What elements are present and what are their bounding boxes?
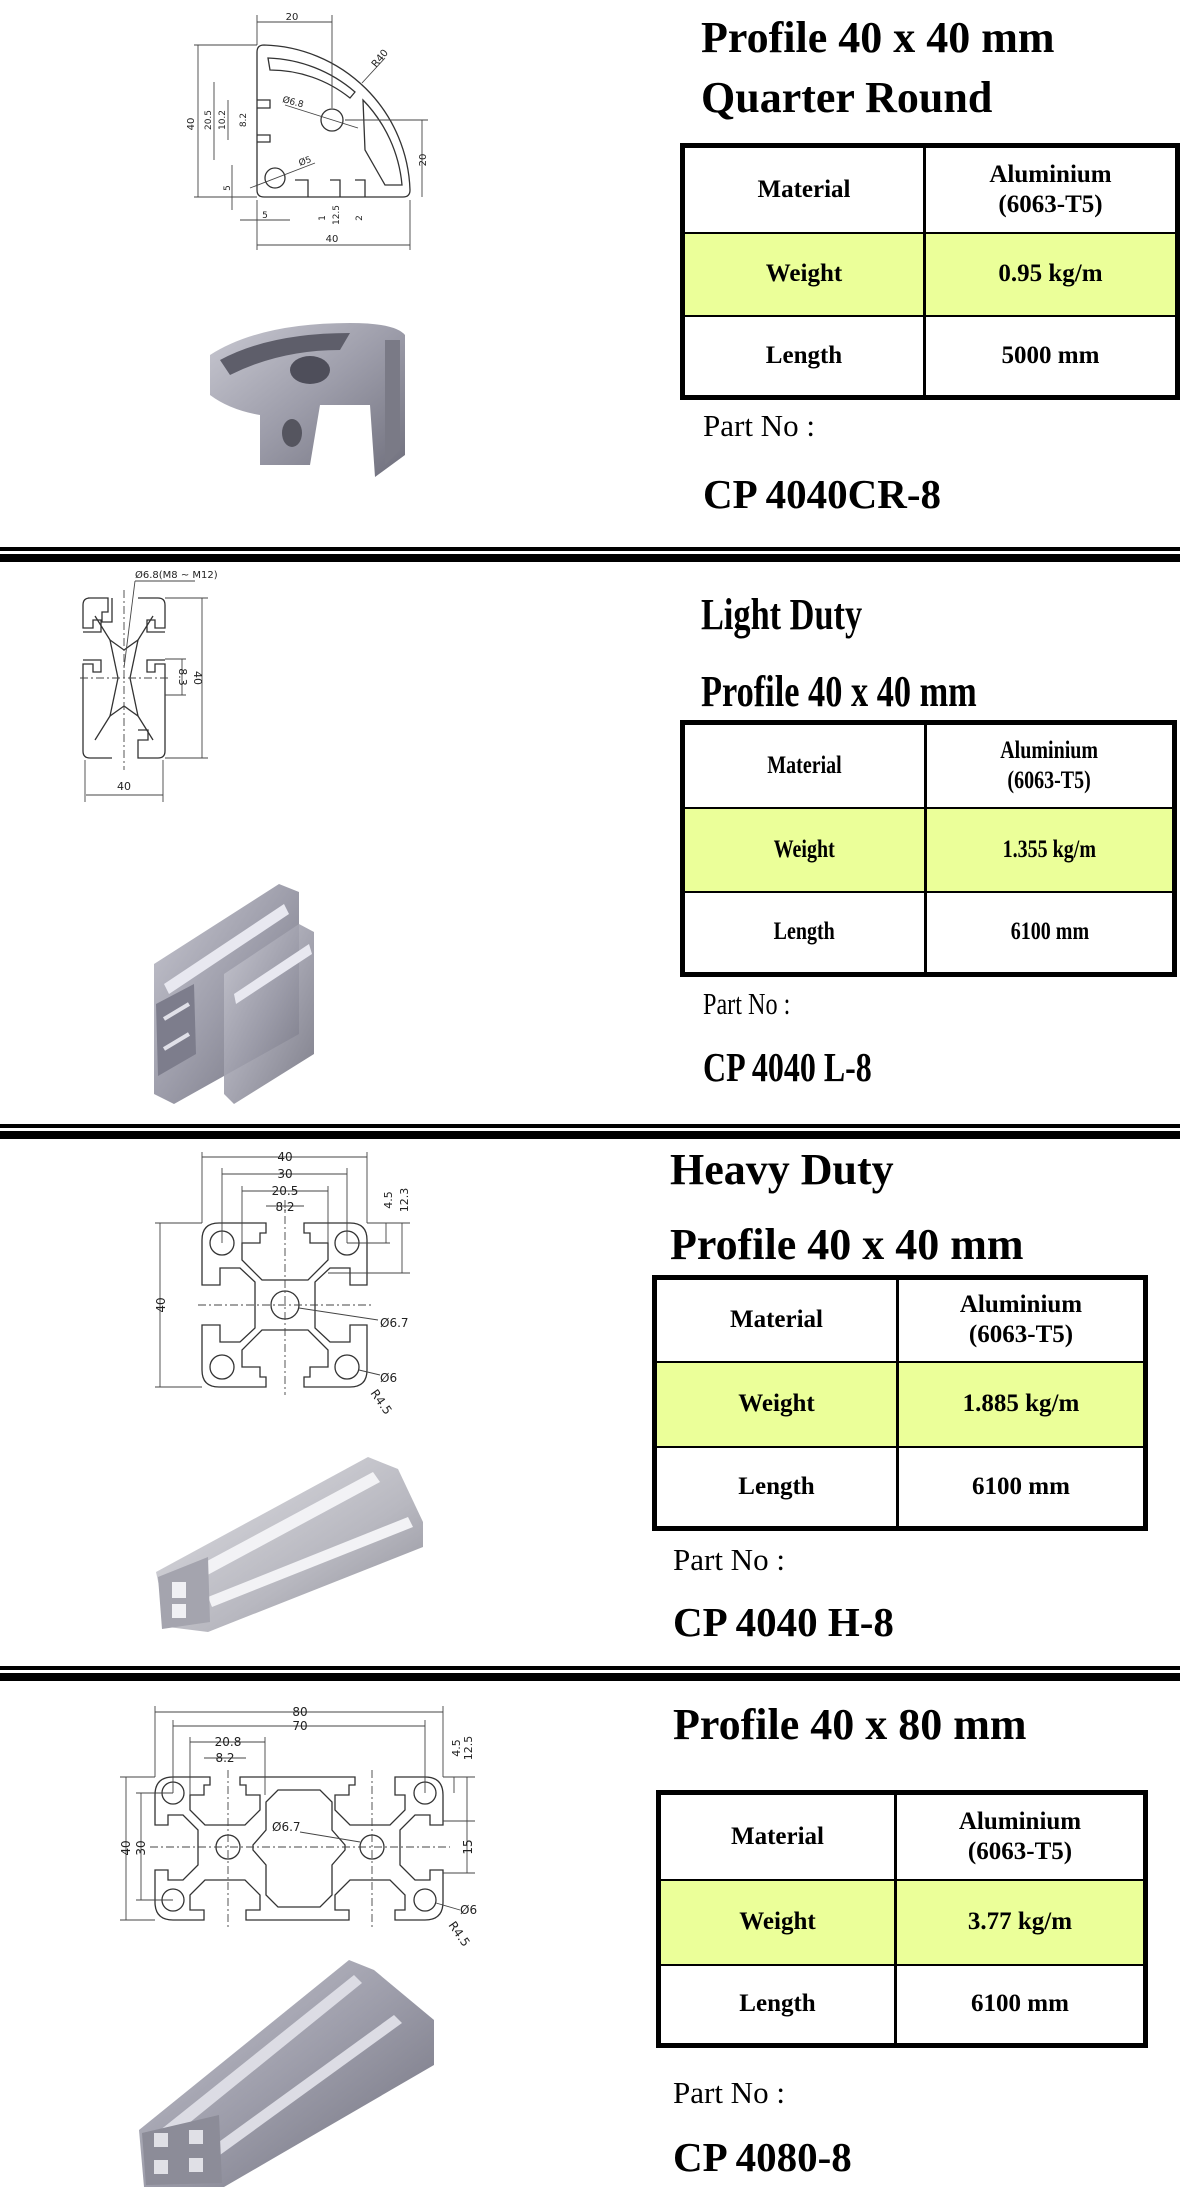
dim-label: 30 [134,1840,148,1855]
dim-label: 5 [262,211,268,221]
dim-label: R4.5 [368,1387,395,1417]
dim-label: 40 [117,780,131,793]
part-number: CP 4080-8 [673,2134,852,2180]
material-label: Material [681,721,927,809]
length-value: 5000 mm [923,314,1179,399]
dim-label: 40 [186,118,197,131]
product-title: Light Duty [701,590,863,639]
part-no-label: Part No : [673,2075,785,2110]
weight-value: 0.95 kg/m [923,231,1179,317]
weight-label: Weight [657,1878,897,1966]
dim-label: 8.2 [239,113,249,127]
dim-label: 80 [292,1705,307,1719]
dim-label: 8.2 [275,1200,294,1214]
technical-drawing-quarter-round: 20 R40 40 20.5 10.2 8.2 Ø6.8 Ø5 20 5 5 1… [186,12,429,250]
dim-label: R4.5 [446,1919,473,1949]
material-value: Aluminium(6063-T5) [894,1791,1147,1881]
dim-label: 40 [191,671,204,685]
spec-table: Material Aluminium(6063-T5) Weight 1.885… [652,1275,1148,1531]
dim-label: Ø6 [380,1371,397,1385]
product-title: Heavy Duty [670,1145,894,1194]
material-value: Aluminium(6063-T5) [896,1276,1147,1363]
section-divider [0,1124,1180,1139]
product-subtitle: Profile 40 x 40 mm [670,1220,1024,1269]
material-label: Material [681,144,926,234]
dim-label: 4.5 [450,1739,463,1757]
length-value: 6100 mm [924,890,1176,976]
length-value: 6100 mm [896,1445,1147,1530]
profile-photo-light-duty [154,884,314,1104]
weight-value: 1.355 kg/m [924,806,1176,893]
dim-label: 20.5 [204,110,214,130]
dim-label: 8.3 [176,668,189,686]
dim-label: 12.5 [332,205,342,225]
dim-label: 40 [277,1150,292,1164]
part-number: CP 4040 H-8 [673,1599,894,1645]
product-title: Profile 40 x 40 mm [701,13,1055,62]
spec-table: Material Aluminium(6063-T5) Weight 1.355… [680,720,1177,977]
dim-label: Ø6.7 [272,1820,301,1834]
length-label: Length [681,890,927,976]
section-divider [0,547,1180,562]
dim-label: 40 [326,234,339,245]
profile-photo-40x80 [139,1960,434,2187]
dim-label: 40 [119,1840,133,1855]
dim-label: 5 [223,185,233,191]
dim-label: 1 [318,215,328,221]
weight-label: Weight [681,231,926,317]
dim-label: R40 [370,48,391,70]
profile-photo-quarter-round [210,323,405,477]
weight-label: Weight [653,1360,899,1448]
part-number: CP 4040CR-8 [703,471,942,517]
dim-label: 20 [418,154,429,167]
weight-value: 1.885 kg/m [896,1360,1147,1448]
dim-label: 12.3 [398,1188,411,1213]
length-label: Length [653,1445,899,1530]
dim-label: Ø6.7 [380,1316,409,1330]
dim-label: Ø6.8(M8 ~ M12) [135,569,218,581]
part-no-label: Part No : [673,1542,785,1577]
dim-label: 8.2 [215,1751,234,1765]
spec-table: Material Aluminium(6063-T5) Weight 3.77 … [656,1790,1148,2048]
dim-label: 30 [277,1167,292,1181]
profile-photo-heavy-duty [156,1457,423,1632]
dim-label: Ø6.8 [281,94,305,110]
dim-label: 12.5 [462,1736,475,1761]
dim-label: 40 [154,1297,168,1312]
technical-drawing-light-duty: Ø6.8(M8 ~ M12) 8.3 40 40 [80,569,218,802]
dim-label: 15 [461,1839,475,1854]
dim-label: 4.5 [382,1191,395,1209]
part-number: CP 4040 L-8 [703,1044,872,1090]
length-label: Length [681,314,926,399]
length-label: Length [657,1963,897,2047]
technical-drawing-heavy-duty: 40 30 20.5 8.2 4.5 12.3 40 Ø6.7 Ø6 R4.5 [154,1150,411,1417]
material-value: Aluminium(6063-T5) [923,144,1179,234]
dim-label: Ø6 [460,1903,477,1917]
product-subtitle: Quarter Round [701,73,993,122]
weight-label: Weight [681,806,927,893]
weight-value: 3.77 kg/m [894,1878,1147,1966]
technical-drawing-40x80: 80 70 20.8 8.2 4.5 12.5 40 30 15 Ø6.7 Ø6… [119,1705,477,1949]
material-label: Material [653,1276,899,1363]
dim-label: 2 [355,215,365,221]
spec-table: Material Aluminium(6063-T5) Weight 0.95 … [680,143,1180,400]
part-no-label: Part No : [703,408,815,443]
product-subtitle: Profile 40 x 40 mm [701,667,977,716]
dim-label: 20 [286,12,299,23]
part-no-label: Part No : [703,986,791,1021]
material-value: Aluminium(6063-T5) [924,721,1176,809]
dim-label: 20.8 [215,1735,242,1749]
section-divider [0,1666,1180,1681]
length-value: 6100 mm [894,1963,1147,2047]
dim-label: 20.5 [272,1184,299,1198]
product-title: Profile 40 x 80 mm [673,1700,1027,1749]
dim-label: 10.2 [218,110,228,130]
dim-label: Ø5 [297,154,313,169]
dim-label: 70 [292,1719,307,1733]
material-label: Material [657,1791,897,1881]
